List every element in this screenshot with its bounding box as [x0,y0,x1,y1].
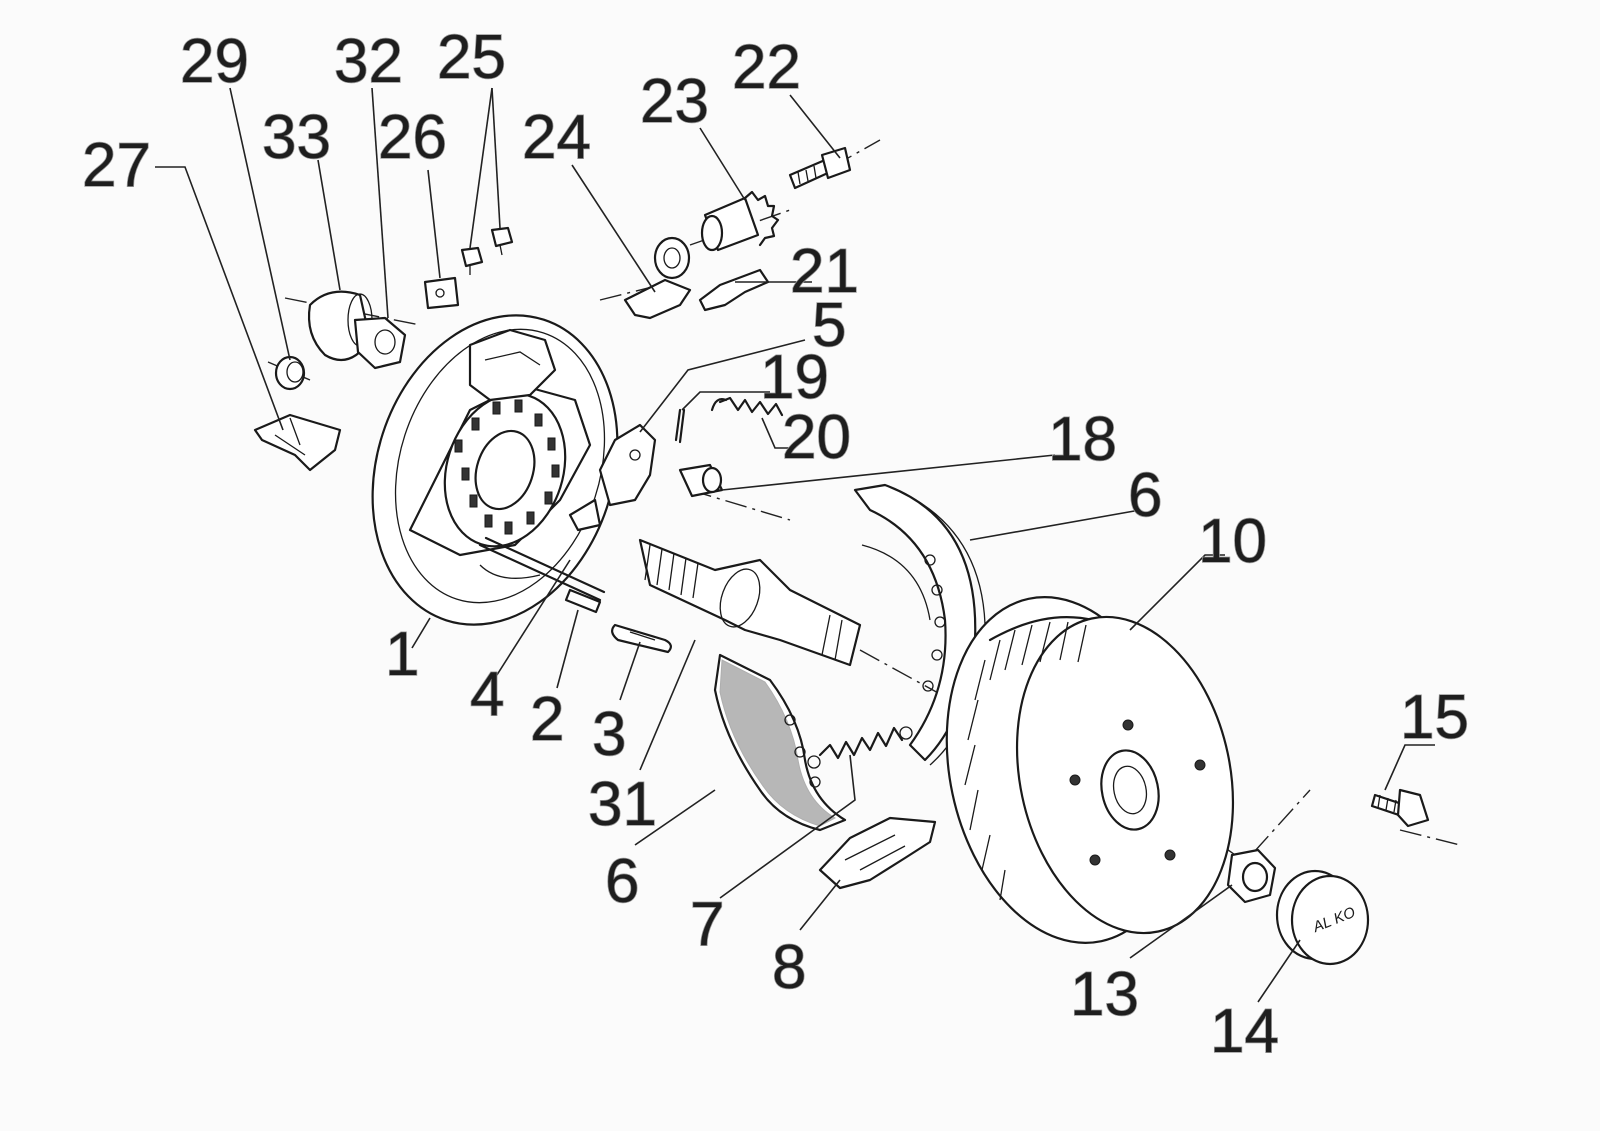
part-13-nut [1226,848,1277,904]
part-3-clip [611,623,672,654]
part-14-hub-cap: AL KO [1275,869,1370,966]
callout-10: 10 [1198,507,1267,576]
callout-25: 25 [437,23,506,92]
part-2-pin [564,588,602,614]
callout-15: 15 [1400,683,1469,752]
callout-20: 20 [782,403,851,472]
part-15-bolt [1370,788,1430,828]
part-5-expander [568,423,657,532]
part-19-pin [674,408,686,444]
part-6-shoe-lower [713,653,847,832]
part-10-drum [945,596,1235,944]
callout-1: 1 [385,620,419,689]
callout-6-lower: 6 [605,847,639,916]
part-26-plate [423,276,460,310]
leader-lines [155,87,1435,1003]
callout-21: 21 [790,237,859,306]
part-21-link [698,268,770,312]
callout-14: 14 [1210,997,1279,1066]
callout-8: 8 [772,933,806,1002]
part-18-pin [678,463,724,498]
callout-7: 7 [690,890,724,959]
callout-31: 31 [588,770,657,839]
part-24-lever [623,236,692,320]
callout-18: 18 [1048,405,1117,474]
callout-2: 2 [530,685,564,754]
callout-29: 29 [180,27,249,96]
part-7-spring [807,726,913,769]
callout-4: 4 [470,660,504,729]
part-23-adjuster [700,190,780,252]
part-8-bracket [818,816,937,890]
callout-24: 24 [522,103,591,172]
part-4-rod [478,536,606,602]
part-31-stub-axle [638,538,862,667]
part-27-bracket [253,413,342,472]
callout-32: 32 [334,27,403,96]
part-22-screw [788,146,852,190]
part-29-bushing [274,355,306,391]
callout-27: 27 [82,131,151,200]
callout-3: 3 [592,700,626,769]
callout-5: 5 [812,291,846,360]
callout-26: 26 [378,103,447,172]
callout-22: 22 [732,33,801,102]
callout-labels: 29 32 25 22 23 33 26 24 27 21 5 19 20 18… [81,22,1469,1067]
part-25-bolts [460,226,514,275]
part-1-backing-plate [371,314,619,626]
callout-6-upper: 6 [1128,461,1162,530]
part-20-spring [710,396,784,417]
part-32-nut [353,316,407,370]
callout-23: 23 [640,67,709,136]
callout-13: 13 [1070,960,1139,1029]
callout-33: 33 [262,103,331,172]
callout-19: 19 [760,343,829,412]
